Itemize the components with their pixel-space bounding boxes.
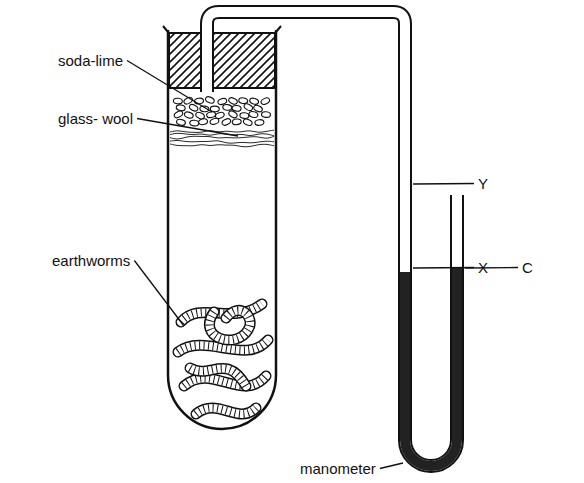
soda-lime-granule [249, 97, 259, 105]
soda-lime-granule [228, 110, 239, 119]
soda-lime-granule [232, 118, 242, 125]
part-label: earthworms [52, 252, 130, 269]
glass-wool-fibre [170, 130, 274, 132]
soda-lime-granule [173, 98, 182, 104]
rubber-stopper [169, 33, 275, 88]
soda-lime-granule [184, 111, 194, 119]
soda-lime-granule [261, 111, 271, 118]
leader-line [413, 267, 474, 269]
soda-lime-granule [198, 118, 208, 125]
soda-lime-granule [209, 117, 219, 125]
earthworm [190, 368, 246, 386]
soda-lime-granule [255, 119, 264, 125]
soda-lime-granule [248, 111, 258, 119]
soda-lime-granule [238, 97, 248, 104]
earthworm [196, 408, 256, 414]
part-label: Y [478, 175, 488, 192]
leader-line [380, 463, 403, 469]
soda-lime-granule [260, 97, 271, 106]
leader-line [413, 183, 474, 185]
leader-line [465, 267, 518, 269]
soda-lime-granule [190, 120, 200, 127]
leader-line [137, 119, 238, 137]
glass-wool-fibre [170, 144, 274, 147]
soda-lime-granule [242, 118, 252, 127]
glass-wool-fibre [170, 136, 274, 139]
leader-line [134, 261, 184, 327]
tube-lip [163, 26, 281, 32]
soda-lime-granule [173, 110, 184, 119]
soda-lime-granule [232, 105, 242, 112]
soda-lime-layer [173, 96, 271, 127]
earthworm [184, 376, 266, 386]
part-label: manometer [300, 460, 376, 477]
earthworms-drawing [178, 304, 268, 414]
part-label: soda-lime [58, 52, 123, 69]
part-label: X [478, 259, 488, 276]
leader-line [127, 61, 212, 113]
soda-lime-granule [188, 103, 199, 112]
boiling-tube [168, 30, 276, 429]
soda-lime-granule [176, 104, 186, 111]
soda-lime-granule [210, 106, 219, 112]
soda-lime-granule [243, 103, 254, 112]
soda-lime-granule [221, 118, 232, 127]
soda-lime-granule [205, 96, 215, 105]
soda-lime-granule [228, 97, 239, 106]
manometer-liquid [405, 268, 457, 466]
manometer-tube [207, 12, 457, 466]
soda-lime-granule [222, 104, 232, 111]
part-label: C [522, 259, 533, 276]
part-label: glass- wool [58, 110, 133, 127]
earthworm [209, 310, 250, 340]
glass-wool-fibre [170, 141, 274, 144]
soda-lime-granule [240, 112, 250, 119]
